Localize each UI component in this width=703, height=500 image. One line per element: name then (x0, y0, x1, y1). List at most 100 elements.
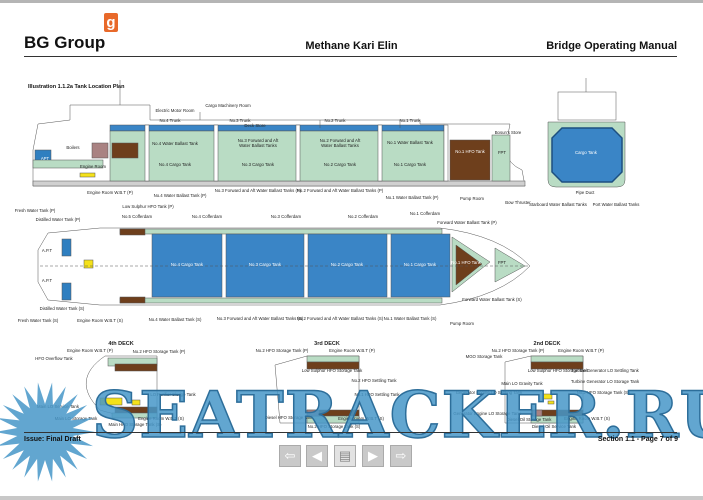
last-page-icon: ⇨ (395, 448, 407, 463)
next-page-button[interactable]: ▶ (362, 445, 384, 467)
top-bar (0, 0, 703, 3)
third-deck-label: No.1 HFO Settling Tank (354, 392, 400, 397)
third-deck-label: Engine Room W.B.T (S) (338, 416, 384, 421)
profile-label: Water Ballast Tanks (321, 143, 359, 148)
fourth-deck-label: HFO Overflow Tank (35, 356, 73, 361)
plan-label: No.4 Cofferdam (192, 214, 223, 219)
brand-name: BG Group (24, 33, 106, 52)
profile-label: No.4 Trunk (159, 118, 181, 123)
deck-title-label: 2nd DECK (534, 341, 561, 347)
profile-label: No.4 Water Ballast Tank (152, 141, 199, 146)
plan-label: Distilled Water Tank (P) (36, 217, 81, 222)
footer-divider (24, 432, 677, 433)
second-deck-label: No.2 HFO Storage Tank (S) (577, 390, 630, 395)
second-deck-label: MGO Storage Tank (466, 354, 504, 359)
third-deck-label: Engine Room W.B.T (P) (329, 348, 375, 353)
plan-label: A.P.T (42, 278, 53, 283)
profile-label: No.4 Cargo Tank (159, 162, 192, 167)
second-deck-label: Generator Engine LO Storage Tank (453, 411, 521, 416)
plan-label: Distilled Water Tank (S) (40, 306, 85, 311)
second-deck-label: Generator Engine LO Settling Tank (456, 390, 523, 395)
second-deck-label: No.2 HFO Storage Tank (P) (492, 348, 545, 353)
profile-label: No.1 Water Ballast Tank (387, 140, 434, 145)
third-deck-label: Diesel HFO Storage Tank (265, 415, 314, 420)
second-deck-label: Turbine Generator LO Storage Tank (571, 379, 640, 384)
issue-status: Issue: Final Draft (24, 436, 81, 443)
profile-label: No.1 HFO Tank (455, 149, 485, 154)
header-divider (24, 56, 677, 57)
deck-title-label: 3rd DECK (314, 341, 340, 347)
deck-title-label: 4th DECK (108, 341, 133, 347)
page-indicator: Section 1.1 - Page 7 of 9 (597, 436, 678, 443)
second-deck-label: Diesel Oil Service Tank (532, 424, 577, 429)
profile-label: Cargo Machinery Room (205, 103, 251, 108)
plan-label: Fresh Water Tank (S) (18, 318, 59, 323)
illustration-title: Illustration 1.1.2a Tank Location Plan (28, 84, 125, 90)
first-page-icon: ⇦ (284, 448, 296, 463)
plan-label: No.1 HFO Tank (451, 260, 481, 265)
profile-label: No.2 Trunk (324, 118, 346, 123)
second-deck-label: Turbine Generator LO Settling Tank (571, 368, 639, 373)
plan-label: No.1 Water Ballast Tank (S) (384, 316, 437, 321)
profile-label: Boilers (66, 145, 79, 150)
section-label: Starboard Water Ballast Tanks (529, 202, 587, 207)
fourth-deck-label: Main HFO Storage Tank (S) (109, 422, 163, 427)
plan-view (37, 227, 531, 306)
plan-label: Low Sulphur HFO Tank (P) (122, 204, 174, 209)
profile-label: Engine Room (80, 164, 106, 169)
third-deck-label: No.2 HFO Storage Tank (P) (256, 348, 309, 353)
page-icon: ▤ (338, 448, 352, 463)
profile-label: No.1 Water Ballast Tank (P) (386, 195, 439, 200)
profile-label: No.3 Trunk (229, 118, 251, 123)
profile-label: No.2 Forward and Aft (320, 138, 361, 143)
third-deck-label: Low Sulphur HFO Storage Tank (302, 368, 363, 373)
second-deck-label: Engine Room W.B.T (P) (558, 348, 604, 353)
manual-title: Bridge Operating Manual (546, 40, 677, 52)
plan-label: No.4 Water Ballast Tank (S) (149, 317, 202, 322)
second-deck-label: Low Sulphur HFO Storage Tank (528, 368, 589, 373)
second-deck-label: Main LO Gravity Tank (501, 381, 543, 386)
fourth-deck-label: LO Purifier Sludge Tank (150, 392, 196, 397)
bg-logo: g (104, 13, 118, 32)
plan-label: Forward Water Ballast Tank (P) (437, 220, 497, 225)
profile-label: Pump Room (460, 196, 484, 201)
second-deck-label: Diesel Oil Storage Tank (507, 417, 553, 422)
profile-label: No.2 Cargo Tank (324, 162, 357, 167)
last-page-button[interactable]: ⇨ (390, 445, 412, 467)
plan-label: Engine Room W.B.T (S) (77, 318, 123, 323)
bottom-bar (0, 496, 703, 500)
third-deck-label: No.2 HFO Settling Tank (351, 378, 397, 383)
profile-label: No.1 Trunk (399, 118, 421, 123)
profile-label: APT (41, 156, 50, 161)
page-view-button[interactable]: ▤ (334, 445, 356, 467)
section-label: Port Water Ballast Tanks (593, 202, 640, 207)
profile-label: Bosun's Store (495, 130, 522, 135)
first-page-button[interactable]: ⇦ (279, 445, 301, 467)
section-label: Pipe Duct (576, 190, 595, 195)
next-page-icon: ▶ (368, 448, 378, 463)
plan-label: No.1 Cofferdam (410, 211, 441, 216)
fourth-deck-label: Engine Room W.B.T (S) (138, 416, 184, 421)
plan-label: Pump Room (450, 321, 474, 326)
profile-label: Electric Motor Room (156, 108, 195, 113)
ship-name: Methane Kari Elin (305, 40, 398, 52)
previous-page-button[interactable]: ◀ (306, 445, 328, 467)
previous-page-icon: ◀ (312, 448, 322, 463)
fourth-deck-label: No.2 HFO Storage Tank (P) (133, 349, 186, 354)
profile-label: No.3 Forward and Aft Water Ballast Tanks… (215, 188, 302, 193)
third-deck-label: No.2 HFO Storage Tank (S) (308, 424, 361, 429)
deck-plans (85, 355, 584, 424)
plan-label: A.P.T (42, 248, 53, 253)
plan-label: No.3 Cofferdam (271, 214, 302, 219)
second-deck-label: Engine Room W.B.T (S) (564, 416, 610, 421)
plan-label: FPT (498, 260, 506, 265)
plan-label: No.4 Cargo Tank (171, 262, 204, 267)
plan-label: No.2 Forward and Aft Water Ballast Tanks… (297, 316, 384, 321)
profile-label: Water Ballast Tanks (239, 143, 277, 148)
profile-label: No.4 Water Ballast Tank (P) (154, 193, 207, 198)
plan-label: No.1 Cargo Tank (404, 262, 437, 267)
profile-label: Bow Thruster (505, 200, 531, 205)
profile-label: No.2 Forward and Aft Water Ballast Tanks… (297, 188, 384, 193)
section-label: Cargo Tank (575, 150, 598, 155)
